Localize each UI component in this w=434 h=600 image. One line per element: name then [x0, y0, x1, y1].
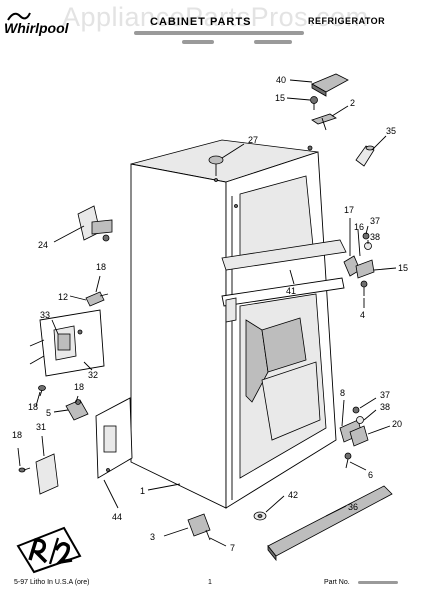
- screw-12: [85, 291, 109, 307]
- footer-part-number-value: [358, 581, 398, 584]
- callout-7: 7: [230, 543, 235, 553]
- callout-3: 3: [150, 532, 155, 542]
- bracket-5: [65, 399, 89, 421]
- toe-grille-36: [267, 485, 393, 562]
- model-size-caption: [254, 40, 292, 44]
- leader-lines: [17, 79, 397, 547]
- callout-24: 24: [38, 240, 48, 250]
- callout-42: 42: [288, 490, 298, 500]
- cabinet: [130, 139, 337, 509]
- page-title: CABINET PARTS: [150, 16, 252, 28]
- cover-plate-31: [35, 453, 59, 495]
- callout-15-top: 15: [275, 93, 285, 103]
- callout-44: 44: [112, 512, 122, 522]
- callout-18-c: 18: [74, 382, 84, 392]
- callout-20: 20: [392, 419, 402, 429]
- callout-32: 32: [88, 370, 98, 380]
- callout-6: 6: [368, 470, 373, 480]
- callout-16: 16: [354, 222, 364, 232]
- callout-4: 4: [360, 310, 365, 320]
- model-variant-caption: [182, 40, 214, 44]
- callout-2: 2: [350, 98, 355, 108]
- callout-15-right: 15: [398, 263, 408, 273]
- top-hinge-cover: [311, 73, 349, 97]
- leveling-leg: [187, 513, 211, 541]
- section-label: REFRIGERATOR: [308, 16, 386, 26]
- brand-logo: Whirlpool: [4, 20, 69, 36]
- watermark: AppliancePartsPros.com: [62, 2, 369, 32]
- bracket-24: [77, 205, 113, 242]
- bottom-hinge: [339, 406, 369, 469]
- callout-12: 12: [58, 292, 68, 302]
- callout-36: 36: [348, 502, 358, 512]
- callout-27: 27: [248, 135, 258, 145]
- callout-41: 41: [286, 286, 296, 296]
- wiring-box-32: [29, 309, 105, 377]
- screw-18-left: [38, 385, 46, 397]
- footer-print-info: 5-97 Litho In U.S.A (ore): [14, 579, 90, 586]
- callout-40: 40: [276, 75, 286, 85]
- roller-42: [253, 511, 267, 521]
- callout-35: 35: [386, 126, 396, 136]
- callout-33: 33: [40, 310, 50, 320]
- callout-37-top: 37: [370, 216, 380, 226]
- callout-38-bottom: 38: [380, 402, 390, 412]
- callout-17: 17: [344, 205, 354, 215]
- callout-5: 5: [46, 408, 51, 418]
- hinge-screw-top: [310, 96, 318, 110]
- callout-1: 1: [140, 486, 145, 496]
- footer-page-number: 1: [208, 579, 212, 586]
- hinge-pin-35: [355, 145, 375, 167]
- model-number-line: [134, 31, 304, 35]
- callout-8: 8: [340, 388, 345, 398]
- screw-18-bottom: [18, 467, 31, 473]
- callout-18-d: 18: [12, 430, 22, 440]
- r2-stamp: [16, 526, 82, 574]
- callout-31: 31: [36, 422, 46, 432]
- callout-38-top: 38: [370, 232, 380, 242]
- whirlpool-logo-swirl: [7, 12, 31, 21]
- callout-37-bottom: 37: [380, 390, 390, 400]
- top-hinge: [311, 113, 337, 131]
- footer-part-number-label: Part No.: [324, 579, 350, 586]
- callout-18-a: 18: [96, 262, 106, 272]
- divider-rail: [221, 239, 347, 323]
- center-hinge: [343, 232, 375, 296]
- callout-labels: 40 15 2 27 35 24 18 12 33 32 18 18 5 18 …: [12, 75, 408, 553]
- lower-panel-44: [95, 397, 133, 479]
- callout-18-b: 18: [28, 402, 38, 412]
